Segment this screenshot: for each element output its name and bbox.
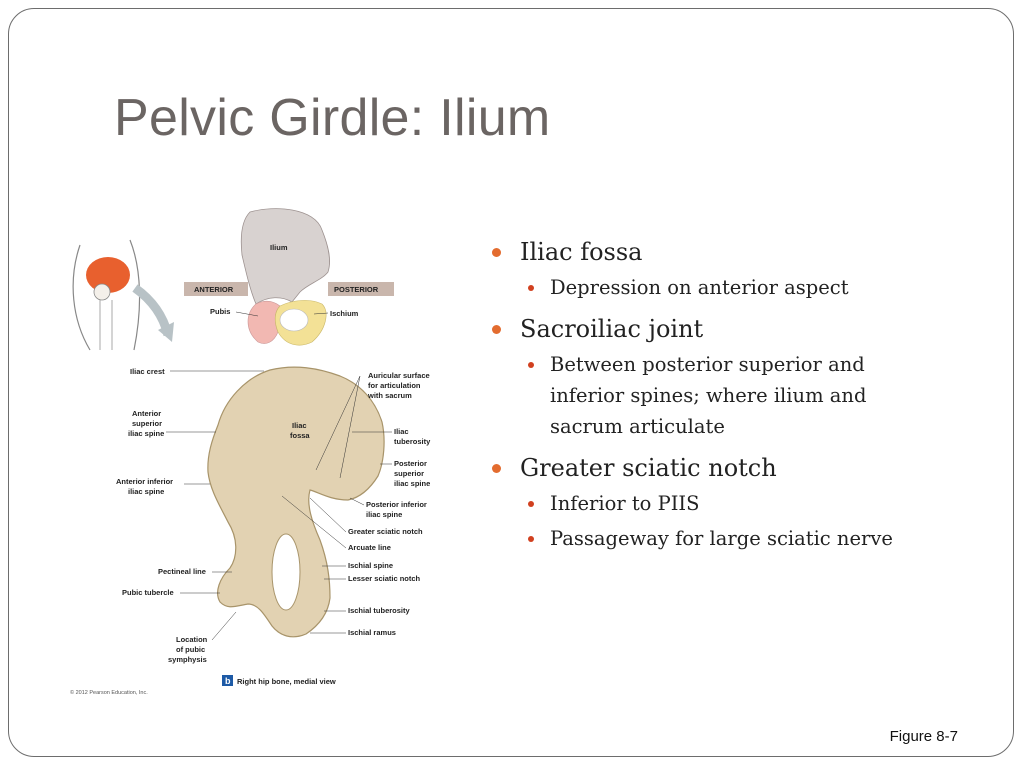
posterior-label: POSTERIOR [334, 285, 379, 294]
ilium-region [240, 208, 330, 305]
label-psis: Posterior [394, 459, 427, 468]
label-asis: Anterior [132, 409, 161, 418]
label-aiis: Anterior inferior [116, 477, 173, 486]
ilium-label: Ilium [270, 243, 288, 252]
label-iliac-tuberosity: Iliac [394, 427, 409, 436]
label-pubic-symphysis: symphysis [168, 655, 207, 664]
hip-bone-medial-view: Iliac fossa [207, 366, 385, 638]
pubis-label: Pubis [210, 307, 230, 316]
label-iliac-crest: Iliac crest [130, 367, 165, 376]
iliac-fossa-label: Iliac [292, 421, 307, 430]
hip-highlight [86, 257, 130, 293]
figure-reference: Figure 8-7 [889, 728, 958, 745]
anterior-tag [184, 282, 248, 296]
region-diagram: Ilium ANTERIOR POSTERIOR Pubis Ischium [184, 208, 394, 346]
left-labels: Iliac crest Anterior superior iliac spin… [116, 367, 264, 664]
bone-body [207, 366, 385, 638]
posterior-tag [328, 282, 394, 296]
right-labels: Auricular surface for articulation with … [281, 371, 431, 637]
label-psis: superior [394, 469, 424, 478]
label-ischial-tuberosity: Ischial tuberosity [348, 606, 411, 615]
sub-bullet: Passageway for large sciatic nerve [490, 523, 930, 554]
label-greater-sciatic-notch: Greater sciatic notch [348, 527, 423, 536]
bullet-greater-sciatic-notch: Greater sciatic notch [490, 452, 930, 484]
slide-frame [8, 8, 1014, 757]
label-ischial-ramus: Ischial ramus [348, 628, 396, 637]
bullet-list: Iliac fossa Depression on anterior aspec… [490, 226, 930, 554]
anterior-label: ANTERIOR [194, 285, 234, 294]
sub-bullet: Inferior to PIIS [490, 488, 930, 519]
label-lesser-sciatic-notch: Lesser sciatic notch [348, 574, 421, 583]
slide-title: Pelvic Girdle: Ilium [114, 89, 551, 147]
body-outline-illustration [72, 239, 174, 351]
label-auricular-surface: for articulation [368, 381, 421, 390]
label-auricular-surface: Auricular surface [368, 371, 430, 380]
obturator-foramen [271, 533, 301, 611]
label-aiis: iliac spine [128, 487, 164, 496]
label-arcuate-line: Arcuate line [348, 543, 391, 552]
label-pubic-tubercle: Pubic tubercle [122, 588, 174, 597]
bullet-iliac-fossa: Iliac fossa [490, 236, 930, 268]
caption-letter-box [222, 675, 233, 686]
label-asis: iliac spine [128, 429, 164, 438]
label-piis: iliac spine [366, 510, 402, 519]
label-pectineal-line: Pectineal line [158, 567, 206, 576]
ischium-label: Ischium [330, 309, 359, 318]
sub-bullet: Between posterior superior and inferior … [490, 349, 930, 442]
sub-bullet: Depression on anterior aspect [490, 272, 930, 303]
label-pubic-symphysis: Location [176, 635, 208, 644]
label-piis: Posterior inferior [366, 500, 427, 509]
caption-letter: b [225, 676, 231, 686]
label-ischial-spine: Ischial spine [348, 561, 393, 570]
figure-caption: Right hip bone, medial view [237, 677, 336, 686]
label-auricular-surface: with sacrum [367, 391, 412, 400]
hip-bone-figure: Ilium ANTERIOR POSTERIOR Pubis Ischium I… [70, 208, 431, 696]
label-psis: iliac spine [394, 479, 430, 488]
label-asis: superior [132, 419, 162, 428]
label-iliac-tuberosity: tuberosity [394, 437, 431, 446]
label-pubic-symphysis: of pubic [176, 645, 205, 654]
copyright-text: © 2012 Pearson Education, Inc. [70, 689, 148, 696]
bullet-sacroiliac-joint: Sacroiliac joint [490, 313, 930, 345]
iliac-fossa-label: fossa [290, 431, 310, 440]
